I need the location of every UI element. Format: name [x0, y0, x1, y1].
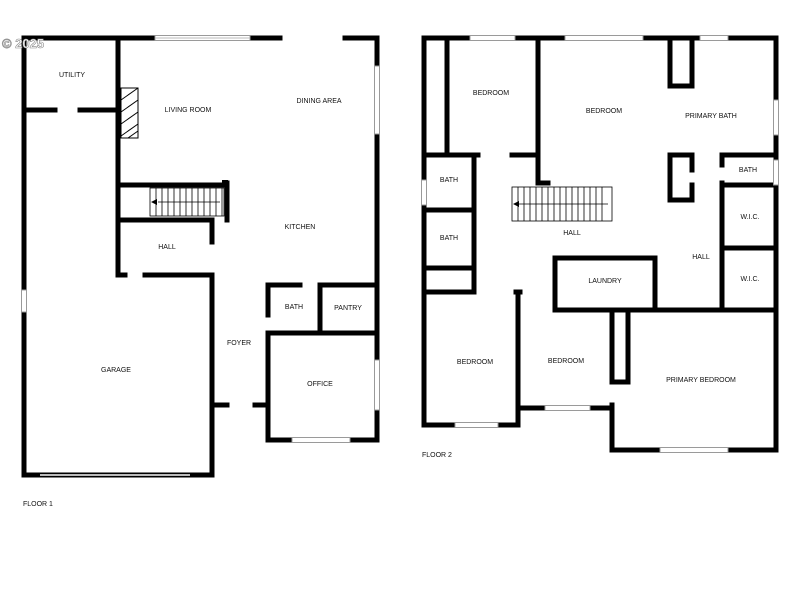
room-label-foyer: FOYER — [227, 340, 251, 347]
floor-2-stairs — [511, 186, 613, 222]
floor-2-label: FLOOR 2 — [422, 452, 452, 459]
room-label-laundry: LAUNDRY — [588, 278, 622, 285]
room-label-pantry: PANTRY — [334, 305, 362, 312]
room-label-hall: HALL — [158, 244, 176, 251]
room-label-hall-main: HALL — [563, 230, 581, 237]
room-label-dining-area: DINING AREA — [296, 98, 341, 105]
room-label-office: OFFICE — [307, 381, 333, 388]
room-label-primary-bath: PRIMARY BATH — [685, 113, 737, 120]
floor-2-windows — [421, 35, 779, 453]
floor-2-plan: BEDROOM BEDROOM PRIMARY BATH BATH BATH B… — [421, 35, 779, 459]
floor-1-windows — [21, 35, 380, 476]
room-label-garage: GARAGE — [101, 367, 131, 374]
room-label-kitchen: KITCHEN — [285, 224, 316, 231]
room-label-bath-b: BATH — [440, 235, 458, 242]
room-label-utility: UTILITY — [59, 72, 85, 79]
room-label-bath-a: BATH — [440, 177, 458, 184]
floor-1-walls — [21, 35, 380, 478]
room-label-bedroom-s: BEDROOM — [548, 358, 584, 365]
floor-1-plan: UTILITY LIVING ROOM DINING AREA KITCHEN … — [21, 35, 380, 508]
room-label-bath: BATH — [285, 304, 303, 311]
room-label-bedroom-nw: BEDROOM — [473, 90, 509, 97]
room-label-hall-east: HALL — [692, 254, 710, 261]
floor-2-walls — [421, 35, 779, 453]
floor-1-stairs — [149, 180, 228, 217]
room-label-wic-a: W.I.C. — [740, 214, 759, 221]
room-label-wic-b: W.I.C. — [740, 276, 759, 283]
floor-2-labels: BEDROOM BEDROOM PRIMARY BATH BATH BATH B… — [440, 90, 760, 384]
floor-1-label: FLOOR 1 — [23, 501, 53, 508]
room-label-bedroom-sw: BEDROOM — [457, 359, 493, 366]
room-label-bath-c: BATH — [739, 167, 757, 174]
fireplace — [120, 87, 139, 139]
copyright-watermark: © 2025 — [2, 36, 44, 51]
room-label-bedroom-n: BEDROOM — [586, 108, 622, 115]
room-label-living-room: LIVING ROOM — [165, 107, 212, 114]
room-label-primary-bedroom: PRIMARY BEDROOM — [666, 377, 736, 384]
floor-1-labels: UTILITY LIVING ROOM DINING AREA KITCHEN … — [59, 72, 362, 388]
